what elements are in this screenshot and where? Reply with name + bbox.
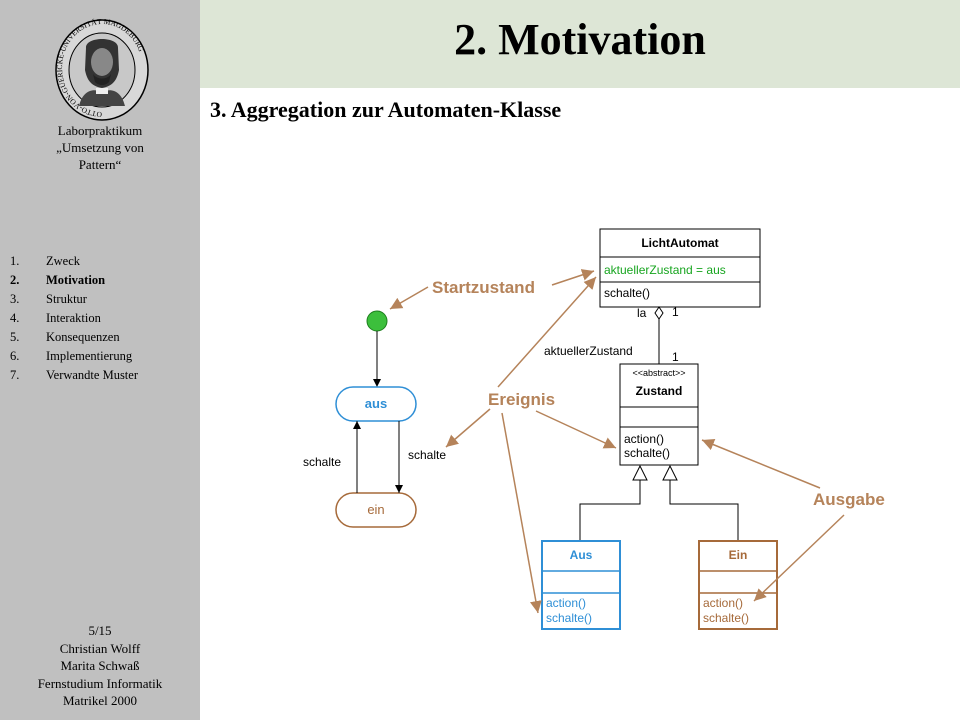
author-name: Christian Wolff <box>59 640 141 656</box>
course-title: Laborpraktikum „Umsetzung von Pattern“ <box>0 122 200 173</box>
generalization-triangle-icon <box>662 464 678 481</box>
outline-nav: 1. Zweck 2. Motivation 3. Struktur 4. Intera… <box>10 252 138 385</box>
course-line: Laborpraktikum <box>57 123 143 138</box>
class-method: schalte() <box>546 611 592 625</box>
class-name: Ein <box>729 548 748 562</box>
class-name: LichtAutomat <box>641 236 718 250</box>
class-lichtautomat: LichtAutomat aktuellerZustand = aus scha… <box>599 228 761 308</box>
nav-item-number: 5. <box>10 330 20 344</box>
class-method: schalte() <box>624 446 670 460</box>
class-name: Zustand <box>636 384 683 398</box>
nav-item-number: 4. <box>10 311 20 325</box>
nav-item-number: 1. <box>10 254 20 268</box>
nav-item-number: 3. <box>10 292 20 306</box>
class-name: Aus <box>570 548 593 562</box>
page-title: 2. Motivation <box>454 15 706 64</box>
nav-item-label: Verwandte Muster <box>46 368 138 382</box>
title-bar: 2. Motivation <box>200 0 960 88</box>
transition-label: schalte <box>408 448 446 462</box>
class-method: action() <box>546 596 586 610</box>
state-ein <box>335 492 417 528</box>
nav-item-label: Struktur <box>46 292 87 306</box>
class-method: schalte() <box>604 286 650 300</box>
class-zustand: <<abstract>> Zustand action() schalte() <box>619 363 699 466</box>
state-label: aus <box>365 396 387 411</box>
nav-item-label: Interaktion <box>46 311 101 325</box>
uml-diagram: LichtAutomat aktuellerZustand = aus scha… <box>303 228 885 630</box>
stereotype-label: <<abstract>> <box>632 368 685 378</box>
nav-item-label: Konsequenzen <box>46 330 120 344</box>
callout-ausgabe: Ausgabe <box>813 490 885 509</box>
nav-item-label: Implementierung <box>46 349 133 363</box>
page-number: 5/15 <box>88 623 112 638</box>
class-method: schalte() <box>703 611 749 625</box>
nav-item-label: Motivation <box>46 273 106 287</box>
nav-item-konsequenzen[interactable]: 5. Konsequenzen <box>10 328 138 347</box>
author-name: Marita Schwaß <box>60 658 140 673</box>
slide-footer: 5/15 Christian Wolff Marita Schwaß Ferns… <box>0 622 200 710</box>
course-line: „Umsetzung von <box>56 140 144 155</box>
class-ein: Ein action() schalte() <box>698 540 778 630</box>
matrikel: Matrikel 2000 <box>62 693 137 708</box>
section-subtitle: 3. Aggregation zur Automaten-Klasse <box>210 97 562 122</box>
nav-item-number: 2. <box>10 273 20 287</box>
role-label-la: la <box>637 306 647 320</box>
callouts: Startzustand Ereignis Ausgabe <box>389 269 885 614</box>
role-label-aktuellerzustand: aktuellerZustand <box>544 344 633 358</box>
nav-item-number: 7. <box>10 368 20 382</box>
nav-item-interaktion[interactable]: 4. Interaktion <box>10 309 138 328</box>
inheritance-lines <box>579 464 739 541</box>
multiplicity-bottom: 1 <box>672 350 679 364</box>
transition-label: schalte <box>303 455 341 469</box>
university-seal-icon: OTTO-VON-GUERICKE-UNIVERSITÄT MAGDEBURG <box>55 18 149 121</box>
nav-item-zweck[interactable]: 1. Zweck <box>10 252 138 271</box>
nav-item-motivation[interactable]: 2. Motivation <box>10 271 138 290</box>
nav-item-struktur[interactable]: 3. Struktur <box>10 290 138 309</box>
program-name: Fernstudium Informatik <box>37 675 163 691</box>
class-attribute: aktuellerZustand = aus <box>604 263 726 277</box>
class-method: action() <box>624 432 664 446</box>
aggregation-association: la 1 aktuellerZustand 1 <box>544 305 679 364</box>
nav-item-number: 6. <box>10 349 20 363</box>
course-line: Pattern“ <box>78 157 122 172</box>
callout-startzustand: Startzustand <box>432 278 535 297</box>
start-node-icon <box>366 310 388 332</box>
multiplicity-top: 1 <box>672 305 679 319</box>
state-label: ein <box>367 502 384 517</box>
class-method: action() <box>703 596 743 610</box>
class-aus: Aus action() schalte() <box>541 540 621 630</box>
generalization-triangle-icon <box>632 464 648 481</box>
nav-item-implementierung[interactable]: 6. Implementierung <box>10 347 138 366</box>
nav-item-verwandte-muster[interactable]: 7. Verwandte Muster <box>10 366 138 385</box>
aggregation-diamond-icon <box>654 306 664 320</box>
state-machine: aus ein schalte schalte <box>303 310 446 528</box>
state-aus <box>335 386 417 422</box>
sidebar: OTTO-VON-GUERICKE-UNIVERSITÄT MAGDEBURG … <box>0 0 200 720</box>
nav-item-label: Zweck <box>46 254 81 268</box>
callout-ereignis: Ereignis <box>488 390 555 409</box>
